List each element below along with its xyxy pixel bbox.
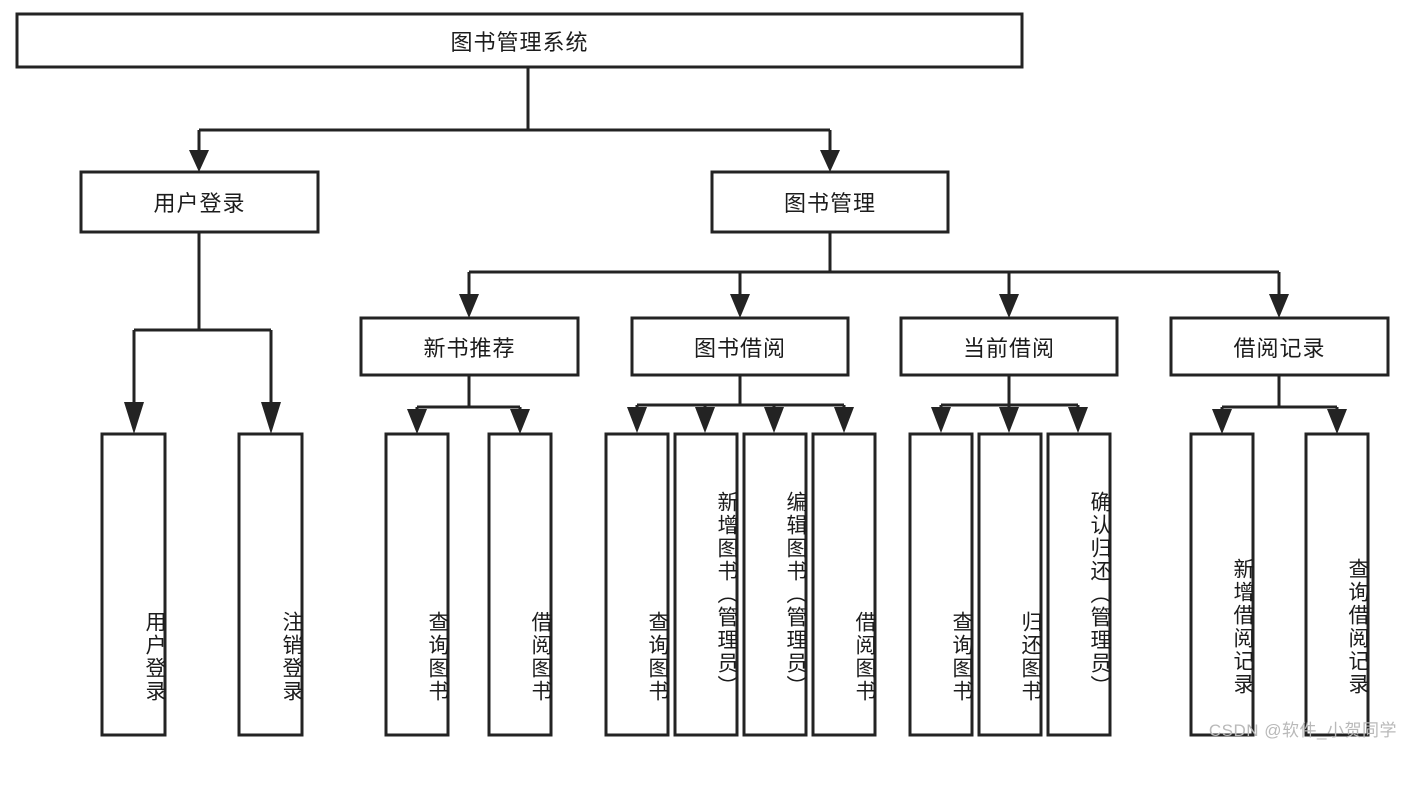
arrow-head-book-borrow-leaf-1 (627, 407, 647, 433)
arrow-head-current-borrow-leaf-2 (999, 407, 1019, 433)
arrow-head-new-book-leaf-2 (510, 409, 530, 434)
arrow-head-new-book-leaf-1 (407, 409, 427, 434)
node-box-leaf-user-login-1[interactable] (100, 432, 167, 737)
diagram-canvas: 图书管理系统 用户登录 图书管理 新书推荐 图书借阅 当前借阅 借阅记录 用户登… (15, 12, 1397, 740)
node-box-borrow-record[interactable] (1169, 316, 1390, 377)
node-box-leaf-borrow-record-2[interactable] (1304, 432, 1370, 737)
node-box-leaf-current-borrow-2[interactable] (977, 432, 1043, 737)
arrow-head-borrow-record-leaf-2 (1327, 409, 1347, 434)
node-box-leaf-user-login-2[interactable] (237, 432, 304, 737)
arrow-head-user-login-leaf-1 (124, 402, 144, 434)
arrow-head-level2-1 (459, 294, 479, 318)
node-box-leaf-book-borrow-4[interactable] (811, 432, 877, 737)
node-box-user-login[interactable] (79, 170, 320, 234)
arrow-head-current-borrow-leaf-1 (931, 407, 951, 433)
arrow-head-book-borrow-leaf-3 (764, 407, 784, 433)
node-box-leaf-current-borrow-3[interactable] (1046, 432, 1112, 737)
arrow-head-level2-2 (730, 294, 750, 318)
diagram-svg (15, 12, 1390, 737)
arrow-head-level2-3 (999, 294, 1019, 318)
node-box-leaf-book-borrow-3[interactable] (742, 432, 808, 737)
node-box-book-manage[interactable] (710, 170, 950, 234)
node-box-leaf-book-borrow-2[interactable] (673, 432, 739, 737)
node-box-leaf-new-book-1[interactable] (384, 432, 450, 737)
node-box-root[interactable] (15, 12, 1024, 69)
arrow-head-user-login (189, 150, 209, 172)
node-box-new-book-recommend[interactable] (359, 316, 580, 377)
node-box-leaf-current-borrow-1[interactable] (908, 432, 974, 737)
arrow-head-book-manage (820, 150, 840, 172)
arrow-head-current-borrow-leaf-3 (1068, 407, 1088, 433)
node-box-leaf-new-book-2[interactable] (487, 432, 553, 737)
node-box-leaf-book-borrow-1[interactable] (604, 432, 670, 737)
arrow-head-level2-4 (1269, 294, 1289, 318)
arrow-head-borrow-record-leaf-1 (1212, 409, 1232, 434)
node-box-book-borrow[interactable] (630, 316, 850, 377)
arrow-head-book-borrow-leaf-4 (834, 407, 854, 433)
node-box-current-borrow[interactable] (899, 316, 1119, 377)
node-box-leaf-borrow-record-1[interactable] (1189, 432, 1255, 737)
arrow-head-user-login-leaf-2 (261, 402, 281, 434)
arrow-head-book-borrow-leaf-2 (695, 407, 715, 433)
